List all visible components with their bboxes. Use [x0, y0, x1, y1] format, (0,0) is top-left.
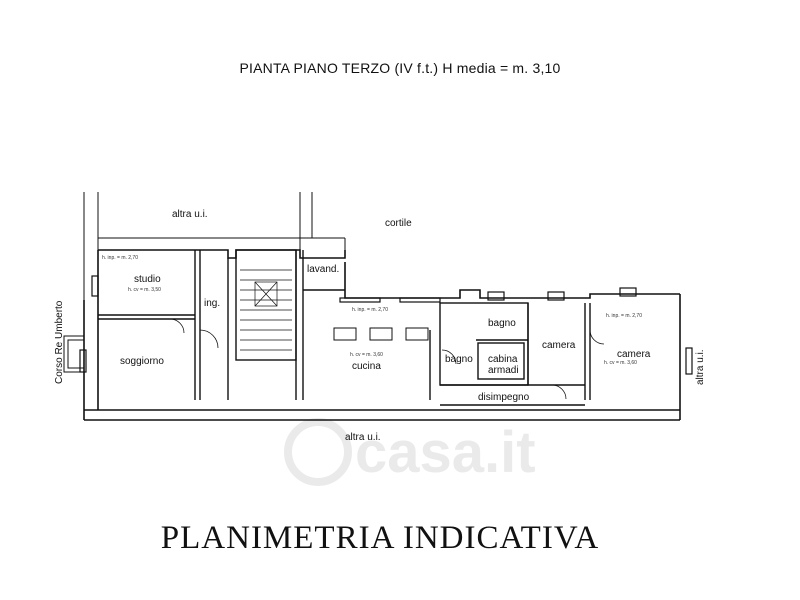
height-camera-b: h. cv = m. 3,60: [604, 360, 637, 366]
room-lavanderia: lavand.: [307, 264, 339, 275]
height-studio-b: h. cv = m. 3,50: [128, 287, 161, 293]
room-armadi: armadi: [488, 365, 519, 376]
room-disimpegno: disimpegno: [478, 392, 530, 403]
room-camera-2: camera: [617, 349, 651, 360]
height-cucina-a: h. inp. = m. 2,70: [352, 307, 388, 313]
caption: PLANIMETRIA INDICATIVA: [160, 520, 600, 556]
plan-title: PIANTA PIANO TERZO (IV f.t.) H media = m…: [239, 60, 561, 76]
label-street: Corso Re Umberto: [54, 300, 65, 384]
kitchen-fittings: [333, 327, 429, 341]
room-bagno-1: bagno: [488, 318, 516, 329]
label-altra-top: altra u.i.: [172, 209, 208, 220]
watermark: casa.it: [284, 418, 536, 486]
room-cabina: cabina: [488, 354, 518, 365]
outer-walls: [83, 249, 681, 421]
label-altra-bottom: altra u.i.: [345, 432, 381, 443]
room-cucina: cucina: [352, 361, 381, 372]
room-soggiorno: soggiorno: [120, 356, 164, 367]
windows: [79, 275, 693, 375]
height-studio-a: h. inp. = m. 2,70: [102, 255, 138, 261]
room-bagno-2: bagno: [445, 354, 473, 365]
room-camera-1: camera: [542, 340, 576, 351]
staircase: [240, 269, 292, 351]
interior-walls: [98, 249, 591, 406]
label-altra-right: altra u.i.: [695, 349, 706, 385]
label-cortile: cortile: [385, 218, 412, 229]
height-camera-a: h. inp. = m. 2,70: [606, 313, 642, 319]
balcony-left: [63, 335, 85, 373]
room-ingresso: ing.: [204, 298, 220, 309]
courtyard-boundary: [83, 192, 346, 300]
room-studio: studio: [134, 274, 161, 285]
height-cucina-b: h. cv = m. 3,60: [350, 352, 383, 358]
watermark-text: casa.it: [355, 420, 536, 485]
doors: [169, 318, 605, 400]
